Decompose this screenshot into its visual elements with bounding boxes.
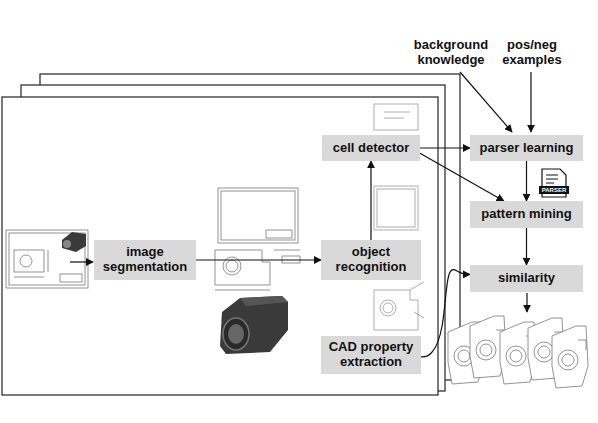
process-box: image segmentation <box>94 240 196 280</box>
flow-arrow <box>370 161 371 240</box>
icon-caption: PARSER <box>538 186 570 194</box>
parser-document-icon <box>539 169 569 197</box>
box-label: object recognition <box>327 245 415 275</box>
flow-arrow <box>421 270 470 357</box>
box-label: cell detector <box>333 141 410 156</box>
box-label: image segmentation <box>100 245 190 275</box>
process-box: cell detector <box>322 135 420 161</box>
process-box: parser learning <box>470 135 583 161</box>
knowledge-arrow <box>460 72 512 132</box>
input-label: background knowledge <box>405 38 497 68</box>
part-3d-small <box>62 232 86 252</box>
box-label: parser learning <box>480 141 574 156</box>
process-box: similarity <box>470 265 583 292</box>
process-box: object recognition <box>321 240 421 280</box>
process-box: pattern mining <box>470 201 583 228</box>
output-arrow <box>526 293 527 312</box>
box-label: CAD property extraction <box>327 340 415 370</box>
similar-drawings <box>448 316 588 388</box>
input-label: pos/neg examples <box>492 38 572 68</box>
page-sheet <box>2 97 438 395</box>
flow-arrow <box>420 147 470 148</box>
segmented-drawing <box>215 188 300 290</box>
examples-arrow <box>530 72 531 132</box>
input-arrow <box>70 261 93 262</box>
part-3d-large <box>220 296 288 354</box>
process-box: CAD property extraction <box>321 336 421 374</box>
box-label: pattern mining <box>481 207 571 222</box>
flow-arrow <box>526 161 527 201</box>
flow-arrow <box>196 259 321 260</box>
input-drawing <box>6 230 88 288</box>
box-label: similarity <box>498 271 555 286</box>
flow-arrow <box>526 228 527 265</box>
